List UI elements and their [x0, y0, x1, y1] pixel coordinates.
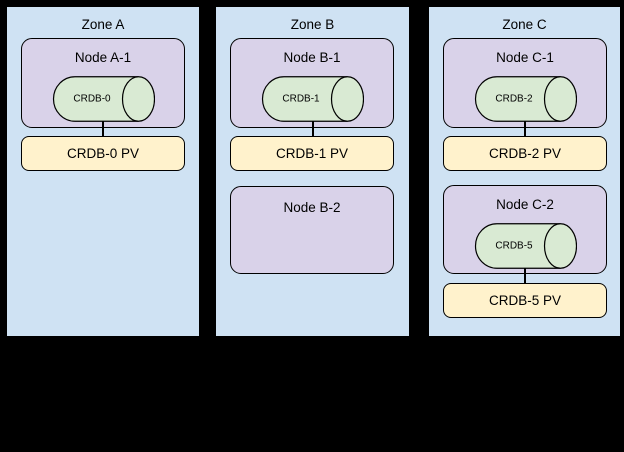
pv-crdb-1-box: CRDB-1 PV: [230, 136, 394, 171]
node-b1-label: Node B-1: [283, 50, 341, 65]
connector-b1-pv: [312, 121, 314, 136]
node-c1-label: Node C-1: [496, 50, 554, 65]
node-b1-box: Node B-1 CRDB-1: [230, 38, 394, 128]
crdb-0-label: CRDB-0: [73, 94, 111, 105]
pv-crdb-2-box: CRDB-2 PV: [443, 136, 607, 171]
connector-c2-pv: [524, 268, 526, 283]
zone-b-label: Zone B: [290, 17, 335, 32]
crdb-1-label: CRDB-1: [282, 94, 320, 105]
pv-crdb-5-label: CRDB-5 PV: [488, 293, 561, 308]
node-a1-box: Node A-1 CRDB-0: [21, 38, 185, 128]
node-c2-label: Node C-2: [496, 197, 554, 212]
pv-crdb-2-label: CRDB-2 PV: [488, 146, 561, 161]
zone-a: Zone A Node A-1 CRDB-0 CRDB-0 PV: [5, 5, 201, 338]
zone-b: Zone B Node B-1 CRDB-1 CRDB-1 PV Node B-…: [214, 5, 411, 338]
node-a1-label: Node A-1: [74, 50, 132, 65]
pv-crdb-1-label: CRDB-1 PV: [275, 146, 348, 161]
crdb-5-cylinder-icon: CRDB-5: [474, 223, 577, 269]
node-b2-box: Node B-2: [230, 186, 394, 274]
zone-c-label: Zone C: [502, 17, 547, 32]
crdb-0-cylinder-icon: CRDB-0: [52, 76, 155, 122]
crdb-5-label: CRDB-5: [495, 241, 533, 252]
node-c2-box: Node C-2 CRDB-5: [443, 185, 607, 274]
pv-crdb-0-label: CRDB-0 PV: [66, 146, 139, 161]
node-b2-label: Node B-2: [283, 200, 341, 215]
zone-a-label: Zone A: [81, 17, 125, 32]
connector-c1-pv: [524, 121, 526, 136]
zone-c: Zone C Node C-1 CRDB-2 CRDB-2 PV Node C-…: [427, 5, 622, 338]
pv-crdb-0-box: CRDB-0 PV: [21, 136, 185, 171]
crdb-1-cylinder-icon: CRDB-1: [261, 76, 364, 122]
crdb-2-label: CRDB-2: [495, 94, 533, 105]
crdb-2-cylinder-icon: CRDB-2: [474, 76, 577, 122]
connector-a1-pv: [102, 121, 104, 136]
node-c1-box: Node C-1 CRDB-2: [443, 38, 607, 128]
pv-crdb-5-box: CRDB-5 PV: [443, 283, 607, 318]
